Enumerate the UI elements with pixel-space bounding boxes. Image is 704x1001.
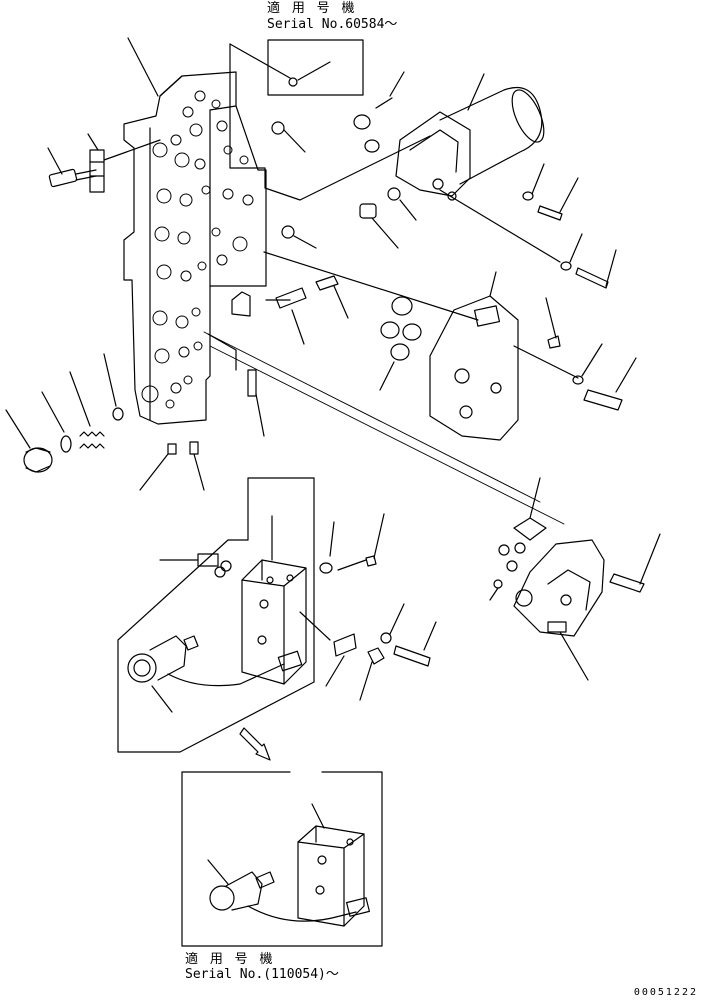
serial-note-box-top — [229, 39, 431, 201]
lower-right-valve — [489, 477, 661, 681]
variant-arrow — [239, 727, 271, 761]
drawing-number: 00051222 — [633, 987, 698, 998]
center-small-parts — [207, 121, 349, 437]
applicable-label-bottom: 適 用 号 機 — [185, 952, 275, 967]
applicable-label-top: 適 用 号 機 — [267, 1, 357, 16]
motor-pump-assembly — [353, 71, 617, 289]
guide-lines — [203, 331, 565, 525]
serial-number-bottom: Serial No.(110054)～ — [185, 967, 339, 982]
serial-number-top: Serial No.60584～ — [267, 17, 398, 32]
variant-box — [181, 771, 383, 947]
o-ring-set — [379, 296, 422, 391]
main-valve-body — [123, 37, 267, 425]
orifice-pair — [139, 441, 205, 491]
middle-valve — [263, 251, 637, 441]
side-bolt-and-plate — [47, 133, 161, 193]
plug-spring-ball-set — [5, 353, 124, 473]
solenoid-subassembly — [117, 477, 437, 753]
